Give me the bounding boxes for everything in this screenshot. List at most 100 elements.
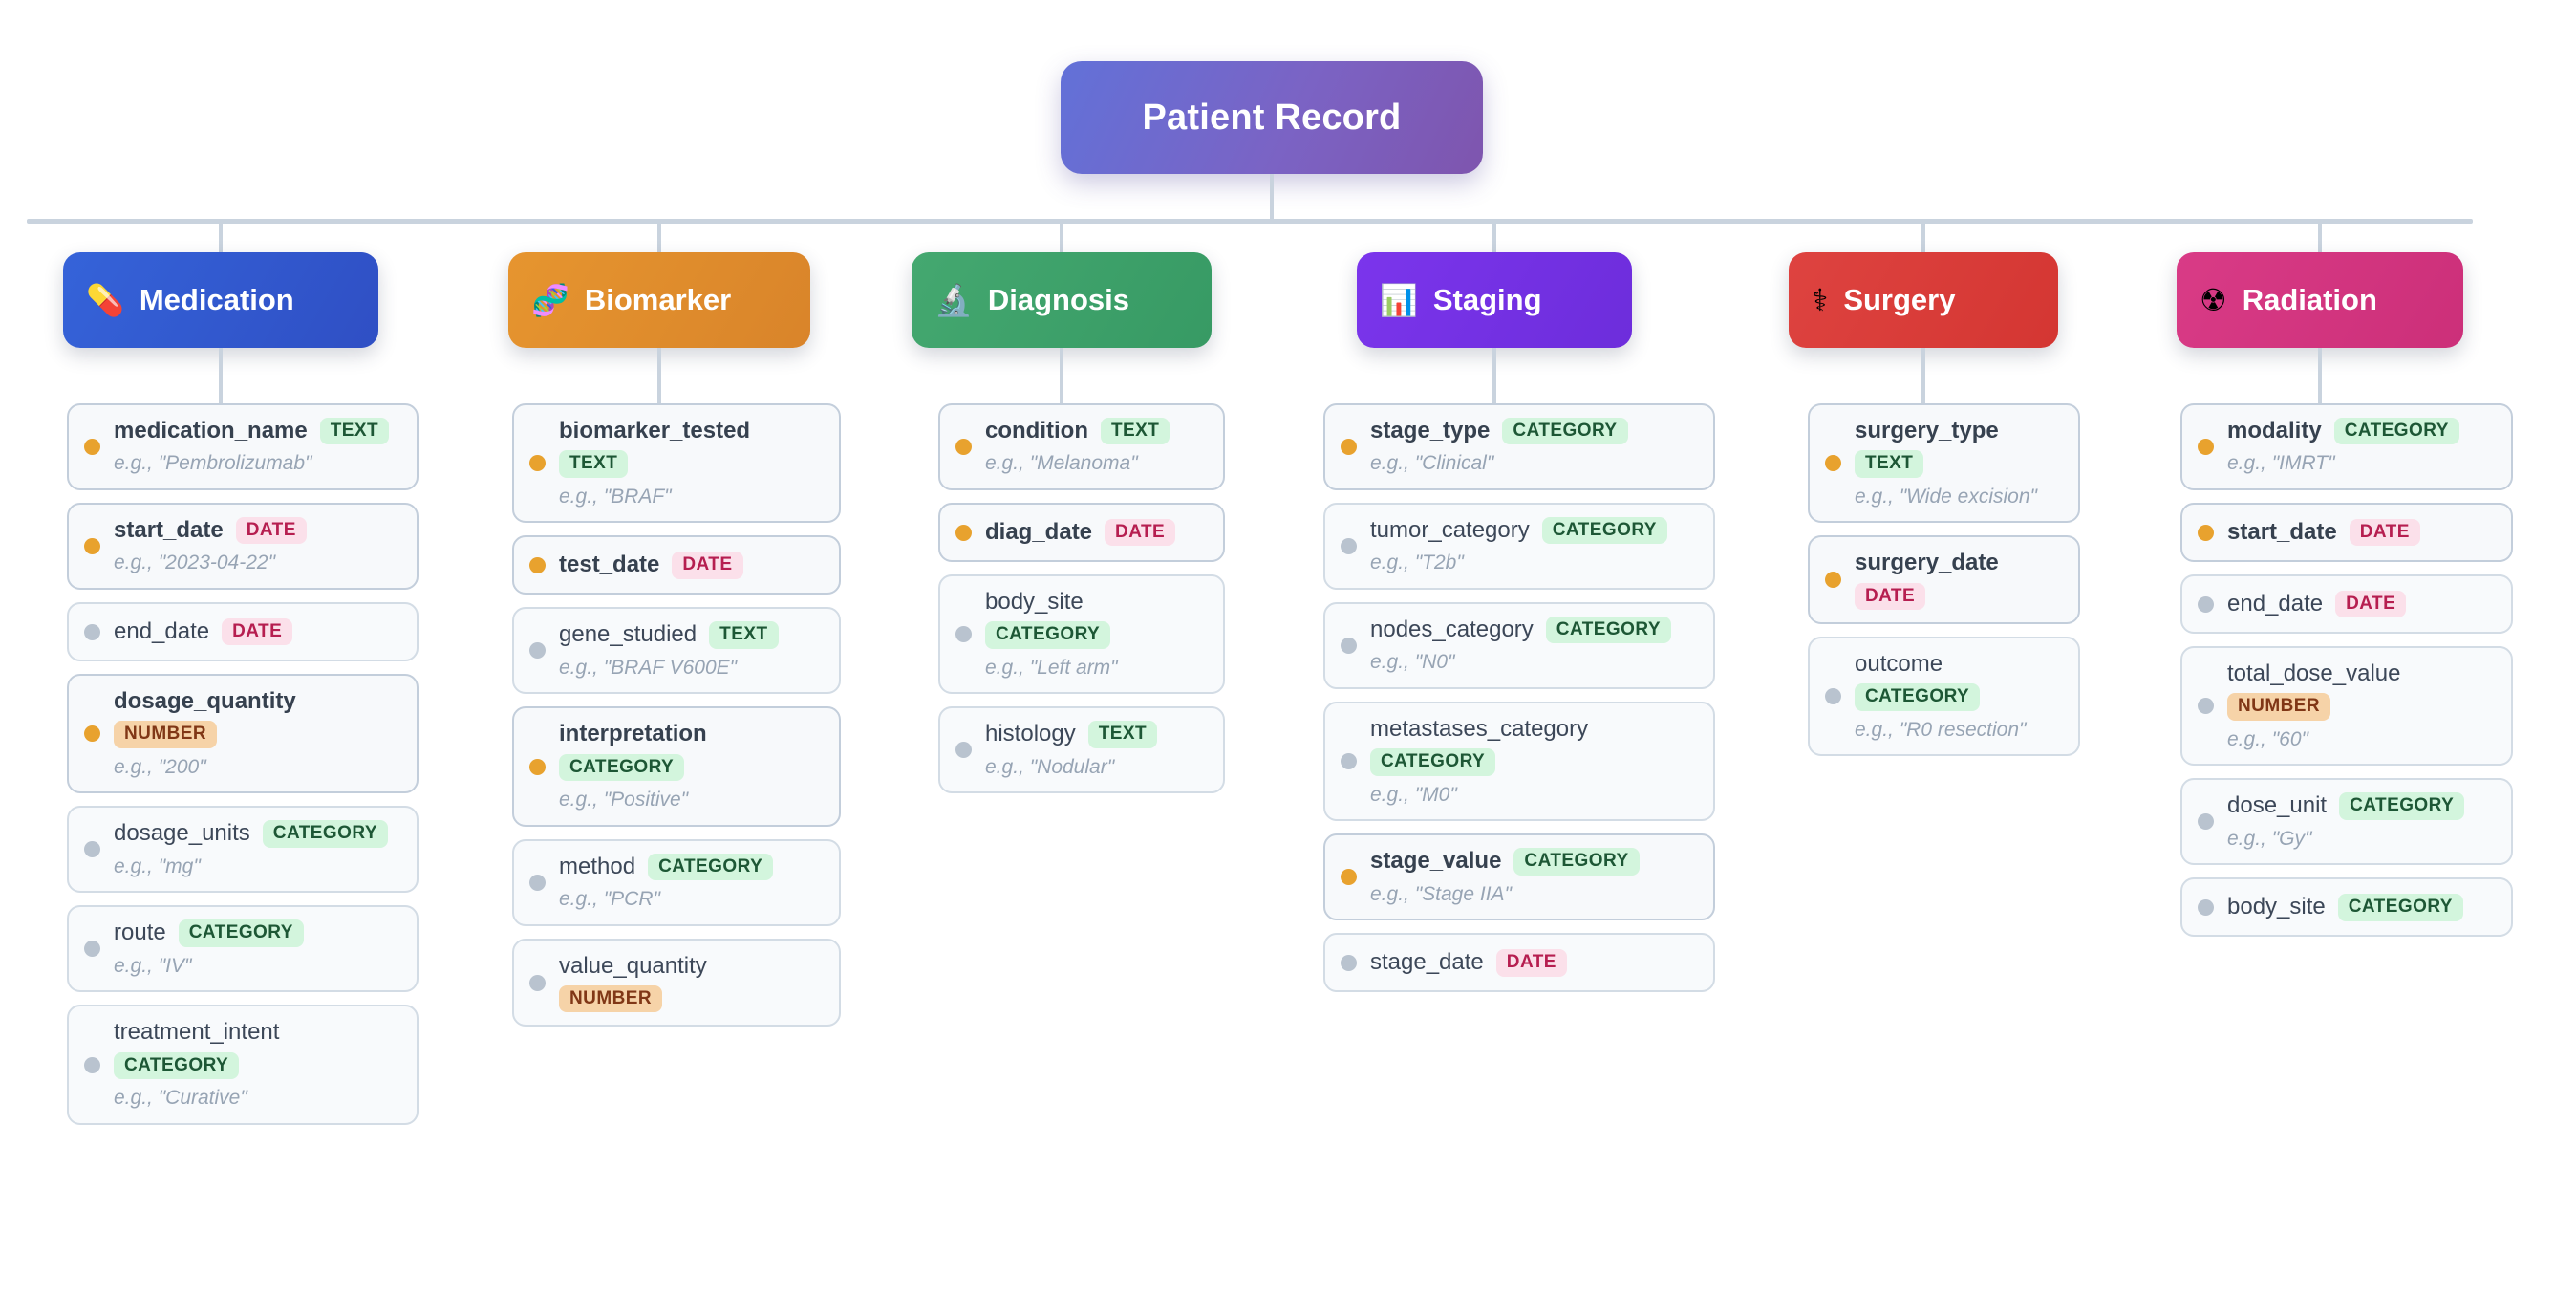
optional-dot-icon — [84, 841, 100, 858]
required-dot-icon — [2198, 439, 2214, 455]
field-name: condition — [985, 418, 1088, 444]
optional-dot-icon — [529, 874, 546, 891]
field-name: surgery_date — [1855, 550, 1999, 576]
field-name: route — [114, 919, 166, 946]
root-node-patient-record[interactable]: Patient Record — [1061, 61, 1483, 174]
category-label-medication: Medication — [139, 283, 294, 316]
field-example: e.g., "PCR" — [559, 888, 660, 911]
field-example: e.g., "Positive" — [559, 789, 689, 811]
field-type-badge: DATE — [1105, 518, 1176, 547]
optional-dot-icon — [84, 623, 100, 640]
field-name: outcome — [1855, 651, 1943, 678]
field-name: metastases_category — [1370, 716, 1589, 743]
required-dot-icon — [529, 758, 546, 775]
field-type-badge: CATEGORY — [648, 853, 774, 881]
field-name: stage_value — [1370, 848, 1502, 875]
field-card[interactable]: stage_date DATE — [1323, 933, 1715, 993]
field-type-badge: DATE — [1855, 582, 1926, 611]
field-name: value_quantity — [559, 952, 707, 979]
field-name: stage_date — [1370, 949, 1484, 976]
field-type-badge: TEXT — [1100, 418, 1170, 445]
field-example: e.g., "Gy" — [2227, 827, 2312, 850]
category-header-medication[interactable]: 💊Medication — [63, 252, 378, 348]
field-type-badge: DATE — [1495, 949, 1567, 977]
field-type-badge: CATEGORY — [1855, 683, 1981, 711]
required-dot-icon — [529, 455, 546, 472]
optional-dot-icon — [2198, 813, 2214, 831]
header-drop-connector-staging — [1492, 348, 1496, 403]
optional-dot-icon — [1341, 538, 1357, 555]
optional-dot-icon — [2198, 595, 2214, 613]
field-example: e.g., "2023-04-22" — [114, 552, 276, 574]
optional-dot-icon — [1341, 638, 1357, 655]
category-header-diagnosis[interactable]: 🔬Diagnosis — [912, 252, 1212, 348]
bus-drop-connector-staging — [1492, 221, 1496, 261]
required-dot-icon — [955, 439, 972, 455]
category-header-staging[interactable]: 📊Staging — [1357, 252, 1632, 348]
category-header-surgery[interactable]: ⚕Surgery — [1789, 252, 2058, 348]
field-name: body_site — [985, 589, 1084, 616]
category-header-biomarker[interactable]: 🧬Biomarker — [508, 252, 810, 348]
field-name: gene_studied — [559, 621, 698, 648]
field-example: e.g., "N0" — [1370, 651, 1455, 674]
field-type-badge: CATEGORY — [2337, 894, 2463, 921]
field-headline: condition TEXT — [985, 418, 1206, 445]
header-drop-connector-radiation — [2318, 348, 2322, 403]
category-header-radiation[interactable]: ☢Radiation — [2177, 252, 2463, 348]
bus-drop-connector-biomarker — [657, 221, 661, 261]
field-name: dosage_quantity — [114, 688, 296, 715]
required-dot-icon — [529, 556, 546, 573]
field-type-badge: CATEGORY — [1541, 517, 1667, 545]
